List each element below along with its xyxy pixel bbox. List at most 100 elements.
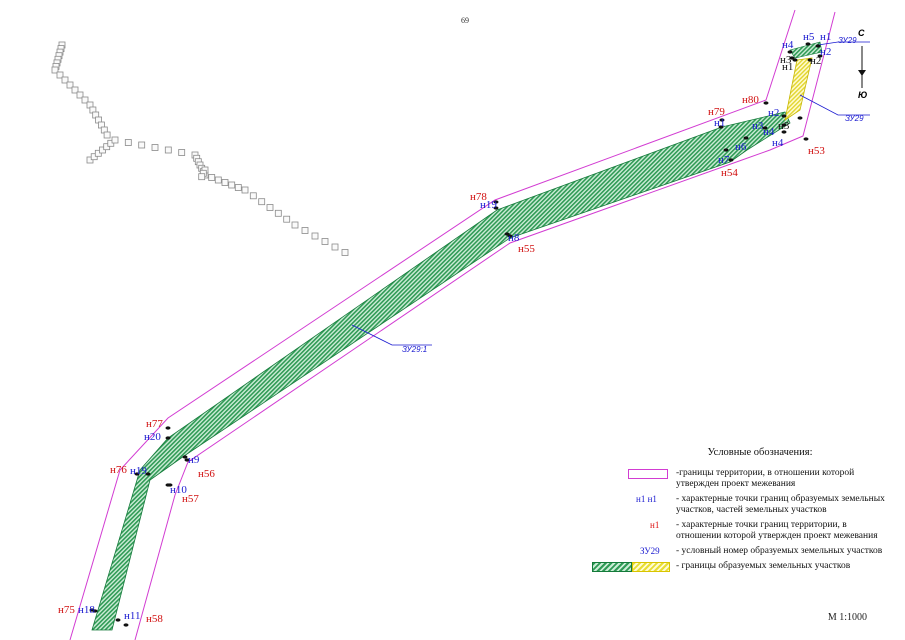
parcel-point-label: н3 [778, 120, 790, 132]
building-block [81, 96, 89, 104]
point-marker [728, 158, 734, 162]
page-number: 69 [461, 16, 469, 25]
point-marker [507, 234, 513, 238]
building-block [331, 243, 339, 251]
territory-point-label: н54 [721, 167, 738, 179]
building-block [291, 221, 299, 229]
building-block [71, 86, 79, 94]
parcel-point-label: н1 [820, 31, 831, 43]
point-marker [89, 608, 95, 612]
parcel-zu29-strip [91, 111, 791, 631]
territory-point-label: н77 [146, 418, 163, 430]
building-block [274, 209, 282, 217]
point-marker [165, 426, 171, 430]
territory-point-label: н57 [182, 493, 199, 505]
parcel-point-label: н2 [820, 46, 831, 58]
legend-item-parcel-points: н1 н1 - характерные точки границ образуе… [636, 494, 885, 515]
building-block [258, 198, 266, 206]
point-marker [723, 148, 729, 152]
building-block [266, 204, 274, 211]
parcel-point-label: н1 [714, 117, 725, 129]
parcel-point-label: н9 [188, 454, 200, 466]
building-block [51, 66, 59, 74]
point-marker [493, 200, 499, 204]
building-block [221, 179, 229, 186]
leader-lines [351, 41, 870, 346]
parcel-zu29-part [784, 57, 813, 121]
territory-point-label: н55 [518, 243, 535, 255]
parcel-point-symbol: н1 н1 [636, 494, 657, 504]
parcel-point-label: н3 [752, 120, 764, 132]
legend-item-territory-border: -границы территории, в отношении которой… [622, 468, 892, 490]
territory-point-label: н80 [742, 94, 759, 106]
building-block [76, 91, 84, 99]
neighbor-buildings [51, 41, 349, 256]
green-hatch-swatch-icon [592, 562, 632, 572]
parcel-label-main-top: ЗУ29 [838, 36, 857, 45]
point-markers: н53н54н55н56н57н58н75н76н77н78н79н80н1н1… [58, 31, 831, 627]
point-marker [807, 58, 813, 62]
point-marker [123, 623, 129, 627]
point-marker [504, 232, 510, 236]
territory-point-label: н56 [198, 468, 215, 480]
building-block [249, 192, 257, 200]
point-marker [493, 206, 499, 210]
point-marker [781, 123, 787, 127]
building-block [61, 76, 69, 84]
building-block [311, 232, 319, 240]
point-marker [165, 483, 171, 487]
point-marker [815, 44, 821, 48]
parcel-point-label: н8 [508, 232, 520, 244]
point-marker [165, 436, 171, 440]
north-arrow: С Ю [858, 28, 867, 100]
point-marker [789, 56, 795, 60]
building-block [241, 186, 249, 194]
territory-point-symbol: н1 [650, 520, 660, 530]
building-block [66, 81, 74, 89]
south-label: Ю [858, 90, 867, 100]
parcel-point-label: н4 [782, 39, 794, 51]
building-block [228, 181, 236, 189]
building-block [111, 136, 119, 144]
point-marker [743, 136, 749, 140]
parcel-point-label: н20 [144, 431, 161, 443]
point-marker [115, 618, 121, 622]
parcel-label-part: ЗУ29:1 [402, 345, 427, 354]
building-block [103, 131, 111, 139]
building-block [208, 174, 216, 181]
point-marker [792, 58, 798, 62]
legend-item-parcel-boundaries: - границы образуемых земельных участков [592, 561, 892, 572]
point-marker [718, 125, 724, 129]
building-block [124, 139, 132, 146]
building-block [341, 249, 349, 256]
territory-point-label: н76 [110, 464, 127, 476]
point-marker [797, 116, 803, 120]
building-block [214, 176, 222, 184]
north-label: С [858, 28, 865, 38]
parcel-point-label: н3 [780, 54, 792, 66]
territory-point-label: н58 [146, 613, 163, 625]
building-block [56, 71, 64, 79]
legend-item-territory-points: н1 - характерные точки границ территории… [650, 520, 878, 541]
parcel-number-symbol: ЗУ29 [640, 546, 660, 556]
territory-point-label: н79 [708, 106, 725, 118]
point-marker [787, 50, 793, 54]
parcel-point-label: н1 [782, 61, 793, 73]
building-block [234, 184, 242, 191]
yellow-hatch-swatch-icon [632, 562, 670, 572]
parcel-point-label: н10 [170, 484, 187, 496]
building-block [151, 144, 159, 151]
point-marker [182, 455, 188, 459]
legend-title: Условные обозначения: [707, 447, 813, 458]
border-swatch-icon [628, 469, 668, 479]
point-marker [134, 472, 140, 476]
point-marker [781, 130, 787, 134]
building-block [321, 238, 329, 245]
point-marker [719, 118, 725, 122]
building-block [178, 149, 186, 156]
parcel-point-label: н6 [735, 141, 747, 153]
building-block [138, 141, 146, 149]
parcel-point-label: н11 [124, 610, 140, 622]
parcel-point-label: н2 [768, 107, 779, 119]
